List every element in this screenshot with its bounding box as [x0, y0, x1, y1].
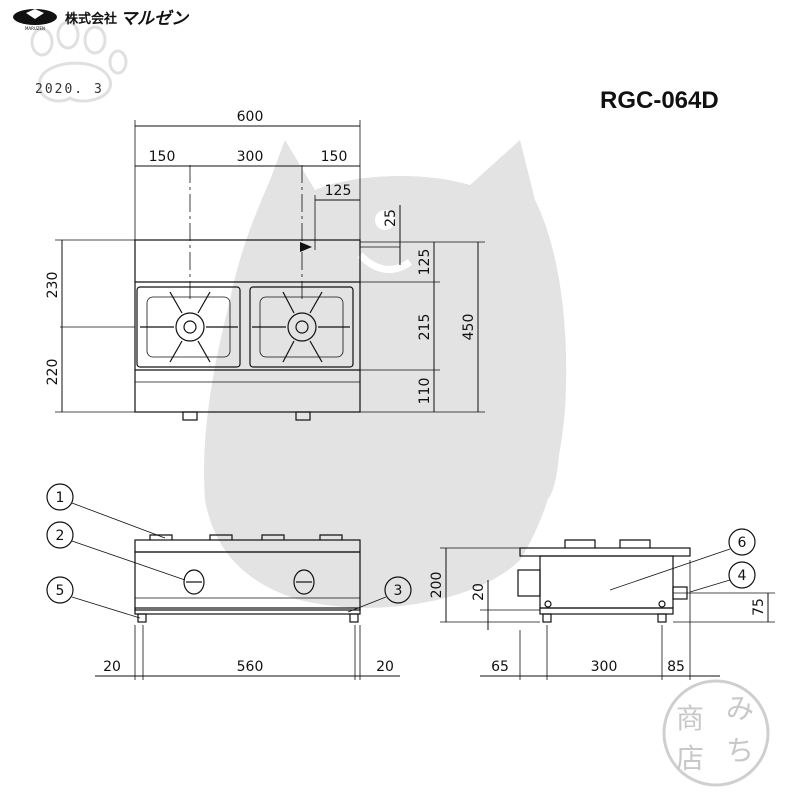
logo-caption: MARUZEN: [25, 26, 45, 31]
company-prefix: 株式会社: [65, 11, 117, 27]
cat-watermark: [204, 140, 567, 608]
callouts: 1 2 3 4 5 6: [46, 483, 756, 619]
dim-85: 85: [667, 659, 685, 675]
stamp-char-1: 商: [676, 702, 704, 735]
paw-watermark: [30, 20, 128, 103]
dim-450: 450: [461, 314, 477, 341]
maruzen-logo: MARUZEN 株式会社 マルゼン: [13, 9, 190, 31]
callout-2: 2: [56, 528, 65, 544]
callout-5: 5: [56, 583, 65, 599]
callout-1: 1: [56, 490, 65, 506]
dim-side-300: 300: [591, 659, 618, 675]
model-number: RGC-064D: [600, 87, 719, 114]
dim-top-300: 300: [237, 149, 264, 165]
front-view: [134, 534, 361, 623]
side-view: [517, 539, 691, 623]
dim-230: 230: [45, 272, 61, 299]
drawing-date: 2020. 3: [35, 82, 104, 97]
callout-4: 4: [738, 568, 747, 584]
stamp-char-3: 店: [676, 742, 704, 775]
dim-front-20-left: 20: [103, 659, 121, 675]
dim-600: 600: [237, 109, 264, 125]
dim-top-150-right: 150: [321, 149, 348, 165]
front-dimensions: 20 560 20: [95, 625, 400, 680]
callout-6: 6: [738, 535, 747, 551]
top-dimensions: 600 150 300 150 125 25 125 215 110 450 2…: [45, 109, 485, 413]
stamp-char-2: み: [726, 692, 754, 725]
dim-215: 215: [417, 314, 433, 341]
top-view: [60, 165, 361, 421]
dim-75: 75: [751, 598, 767, 616]
dim-200: 200: [429, 572, 445, 599]
dim-front-20-right: 20: [376, 659, 394, 675]
dim-560: 560: [237, 659, 264, 675]
dim-25: 25: [383, 209, 399, 227]
callout-3: 3: [394, 583, 403, 599]
dim-65: 65: [491, 659, 509, 675]
dim-110: 110: [417, 378, 433, 405]
dim-side-20: 20: [471, 583, 487, 601]
dim-220: 220: [45, 359, 61, 386]
dim-top-150-left: 150: [149, 149, 176, 165]
dim-125-right: 125: [417, 249, 433, 276]
side-dimensions: 200 20 75 65 300 85: [429, 547, 775, 680]
stamp-char-4: ち: [726, 734, 754, 767]
shop-stamp: 商 み 店 ち: [662, 679, 770, 787]
dim-125-offset: 125: [325, 183, 352, 199]
company-name: マルゼン: [120, 9, 190, 29]
